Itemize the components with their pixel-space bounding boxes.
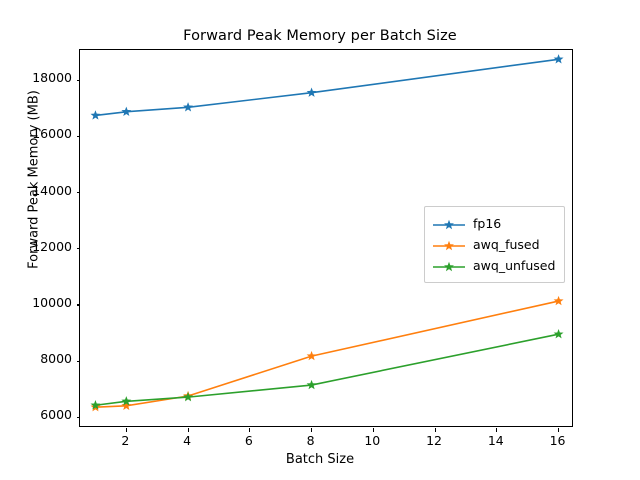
- x-tick-label: 8: [306, 433, 315, 448]
- plot-area: [76, 49, 573, 432]
- y-tick-label: 16000: [32, 126, 72, 142]
- y-tick-label: 12000: [32, 238, 72, 254]
- data-point-marker: [553, 295, 564, 306]
- data-point-marker: [121, 400, 132, 411]
- y-tick-mark: [76, 304, 80, 306]
- y-tick-label: 10000: [32, 294, 72, 310]
- x-axis-label: Batch Size: [285, 452, 355, 467]
- legend-swatch-icon: [432, 259, 466, 273]
- series-line: [94, 333, 560, 407]
- data-point-marker: [306, 87, 317, 97]
- data-point-marker: [121, 396, 132, 406]
- legend-item-awq_unfused[interactable]: awq_unfused: [432, 255, 555, 276]
- chart-legend: fp16 awq_fused awq_unfused: [424, 206, 566, 283]
- chart-title: Forward Peak Memory per Batch Size: [183, 28, 457, 44]
- data-point-marker: [183, 102, 194, 112]
- x-tick-mark: [187, 428, 189, 432]
- y-tick-mark: [76, 416, 80, 418]
- data-point-marker: [121, 106, 132, 116]
- series-fp16: [90, 54, 564, 120]
- y-tick-mark: [76, 135, 80, 138]
- data-point-marker: [553, 54, 564, 64]
- x-tick-mark: [558, 428, 560, 432]
- y-tick-mark: [76, 192, 80, 194]
- series-line: [94, 58, 560, 117]
- data-point-marker: [183, 391, 194, 402]
- legend-label: awq_unfused: [473, 258, 556, 273]
- legend-label: awq_fused: [473, 237, 540, 252]
- data-point-marker: [553, 329, 564, 339]
- legend-label: fp16: [473, 216, 502, 231]
- data-point-marker: [90, 400, 101, 410]
- data-point-marker: [90, 110, 101, 120]
- legend-swatch-icon: [432, 217, 466, 231]
- legend-item-fp16[interactable]: fp16: [432, 213, 555, 234]
- y-tick-mark: [76, 360, 80, 362]
- x-tick-mark: [496, 428, 498, 432]
- series-lines: [90, 54, 564, 412]
- data-point-marker: [306, 350, 317, 361]
- series-line: [94, 300, 560, 409]
- x-tick-mark: [249, 428, 251, 432]
- y-tick-label: 8000: [40, 351, 72, 367]
- x-tick-label: 12: [426, 433, 443, 448]
- x-tick-mark: [125, 428, 127, 432]
- x-tick-label: 4: [183, 433, 192, 448]
- series-awq_unfused: [90, 329, 564, 410]
- series-awq_fused: [90, 295, 564, 412]
- data-point-marker: [306, 379, 317, 390]
- x-tick-label: 6: [244, 433, 253, 448]
- legend-item-awq_fused[interactable]: awq_fused: [432, 234, 555, 255]
- y-tick-mark: [76, 248, 80, 250]
- y-tick-label: 6000: [40, 407, 72, 423]
- x-tick-mark: [434, 428, 436, 432]
- x-tick-label: 14: [487, 433, 504, 448]
- x-tick-label: 10: [364, 433, 381, 448]
- x-tick-label: 16: [549, 433, 566, 448]
- y-tick-label: 14000: [32, 182, 72, 198]
- y-tick-mark: [76, 79, 80, 81]
- x-tick-mark: [311, 428, 313, 432]
- x-tick-label: 2: [121, 433, 130, 448]
- x-tick-mark: [372, 428, 374, 432]
- legend-swatch-icon: [432, 238, 466, 252]
- y-tick-label: 18000: [32, 70, 72, 86]
